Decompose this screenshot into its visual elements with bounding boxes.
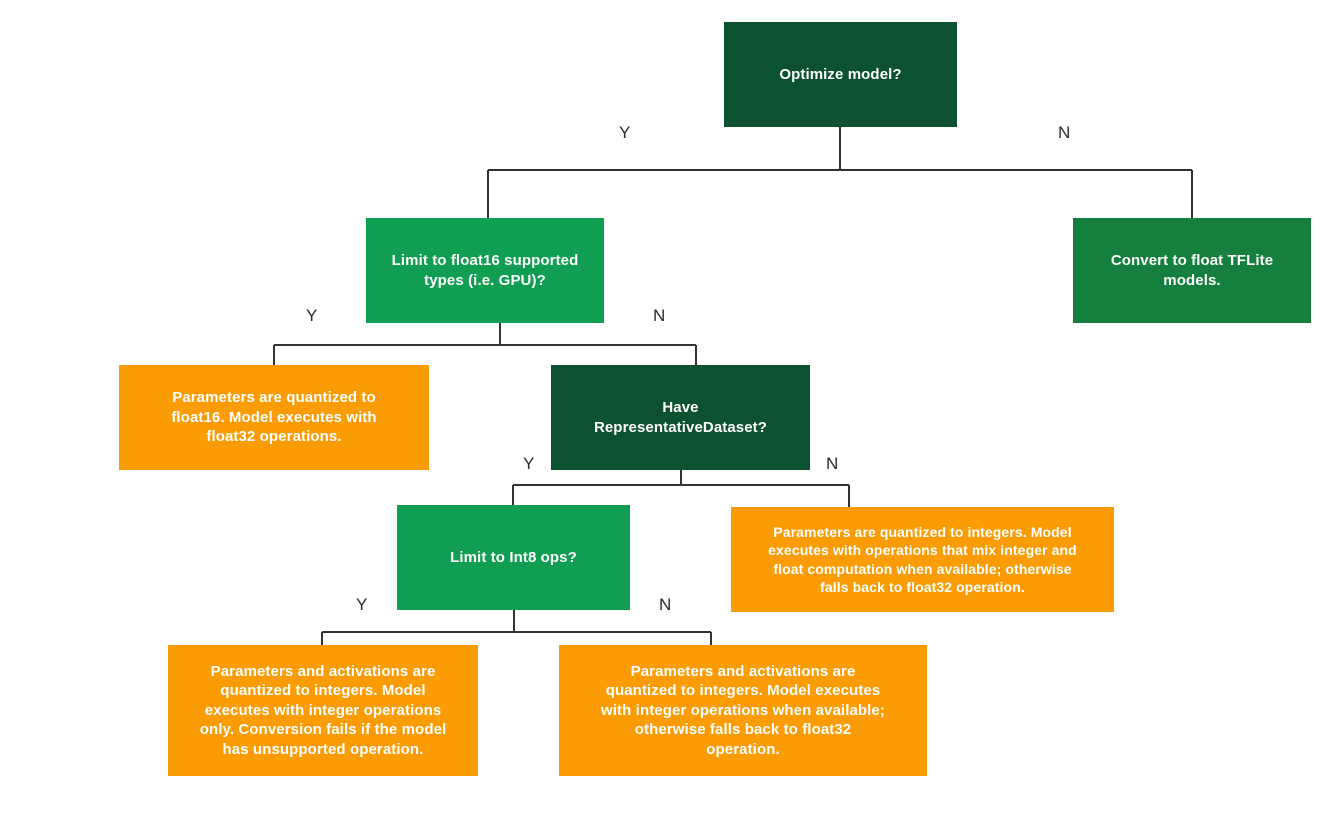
node-have-representative-dataset[interactable]: Have RepresentativeDataset? <box>551 365 810 470</box>
node-label-dynamic-range-result: Parameters are quantized to integers. Mo… <box>768 524 1077 595</box>
edge-label-optimize-no: N <box>1058 123 1071 142</box>
node-full-int8-result[interactable]: Parameters and activations are quantized… <box>168 645 478 776</box>
edge-label-int8-yes: Y <box>356 595 368 614</box>
edge-label-float16-no: N <box>653 306 666 325</box>
node-label-limit-int8-ops: Limit to Int8 ops? <box>450 548 577 566</box>
node-label-full-int8-result: Parameters and activations are quantized… <box>199 662 447 758</box>
edge-label-dataset-no: N <box>826 454 839 473</box>
node-label-limit-float16: Limit to float16 supported types (i.e. G… <box>391 252 579 289</box>
node-convert-float-tflite[interactable]: Convert to float TFLite models. <box>1073 218 1311 323</box>
edge-label-float16-yes: Y <box>306 306 318 325</box>
node-float16-result[interactable]: Parameters are quantized to float16. Mod… <box>119 365 429 470</box>
node-optimize-model[interactable]: Optimize model? <box>724 22 957 127</box>
node-limit-float16[interactable]: Limit to float16 supported types (i.e. G… <box>366 218 604 323</box>
node-label-float16-result: Parameters are quantized to float16. Mod… <box>171 389 377 446</box>
edge-label-dataset-yes: Y <box>523 454 535 473</box>
node-limit-int8-ops[interactable]: Limit to Int8 ops? <box>397 505 630 610</box>
node-label-have-representative-dataset: Have RepresentativeDataset? <box>593 399 768 436</box>
node-label-optimize-model: Optimize model? <box>779 65 902 83</box>
edge-label-int8-no: N <box>659 595 672 614</box>
node-dynamic-range-result[interactable]: Parameters are quantized to integers. Mo… <box>731 507 1114 612</box>
edge-label-optimize-yes: Y <box>619 123 631 142</box>
node-label-convert-float-tflite: Convert to float TFLite models. <box>1110 252 1274 289</box>
node-int8-fallback-result[interactable]: Parameters and activations are quantized… <box>559 645 927 776</box>
node-label-int8-fallback-result: Parameters and activations are quantized… <box>601 662 885 758</box>
